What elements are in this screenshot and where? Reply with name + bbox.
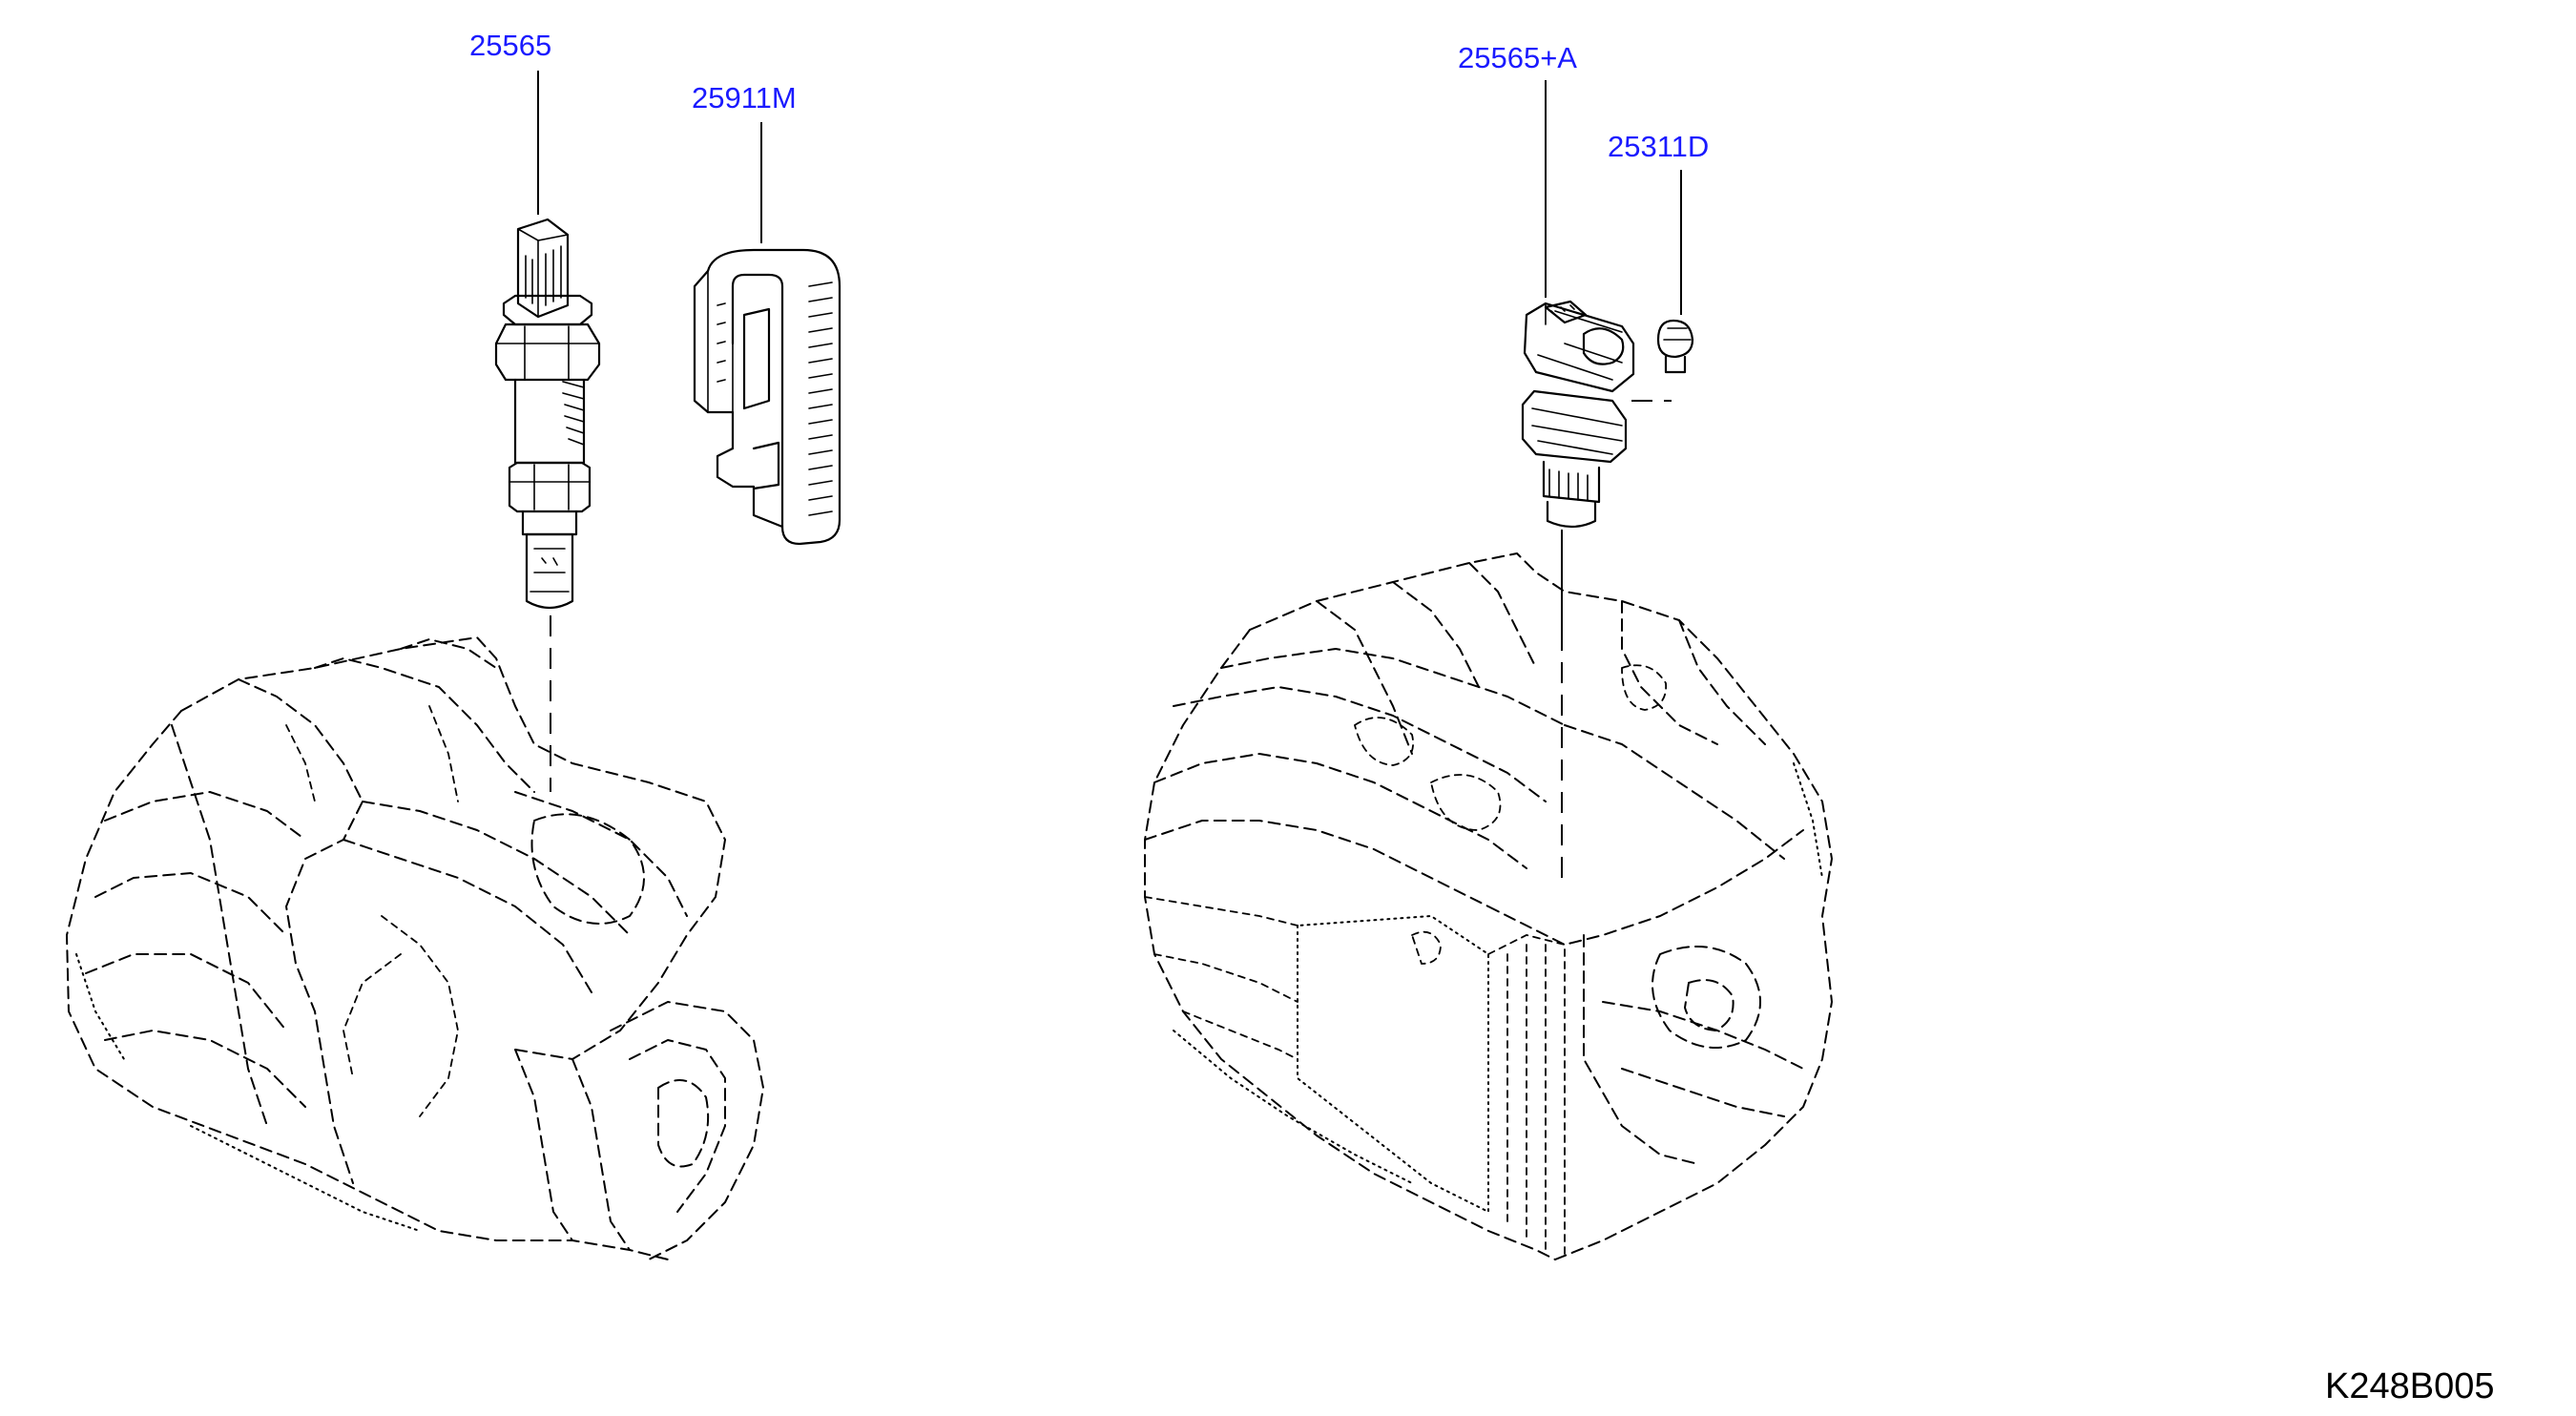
callout-25311d[interactable]: 25311D xyxy=(1608,130,1709,163)
bolt-25311d-illustration[interactable] xyxy=(1656,319,1694,374)
sensor-25565-illustration[interactable] xyxy=(494,218,601,610)
transmission-right-illustration xyxy=(1144,552,1833,1260)
bracket-25911m-illustration[interactable] xyxy=(693,248,841,546)
callout-25565a[interactable]: 25565+A xyxy=(1458,41,1577,74)
callout-25565[interactable]: 25565 xyxy=(469,29,551,62)
transmission-left-illustration xyxy=(66,636,764,1260)
figure-code: K248B005 xyxy=(2325,1366,2495,1406)
sensor-25565a-illustration[interactable] xyxy=(1521,300,1635,529)
callout-25911m[interactable]: 25911M xyxy=(692,81,797,115)
leader-lines xyxy=(537,71,1682,887)
